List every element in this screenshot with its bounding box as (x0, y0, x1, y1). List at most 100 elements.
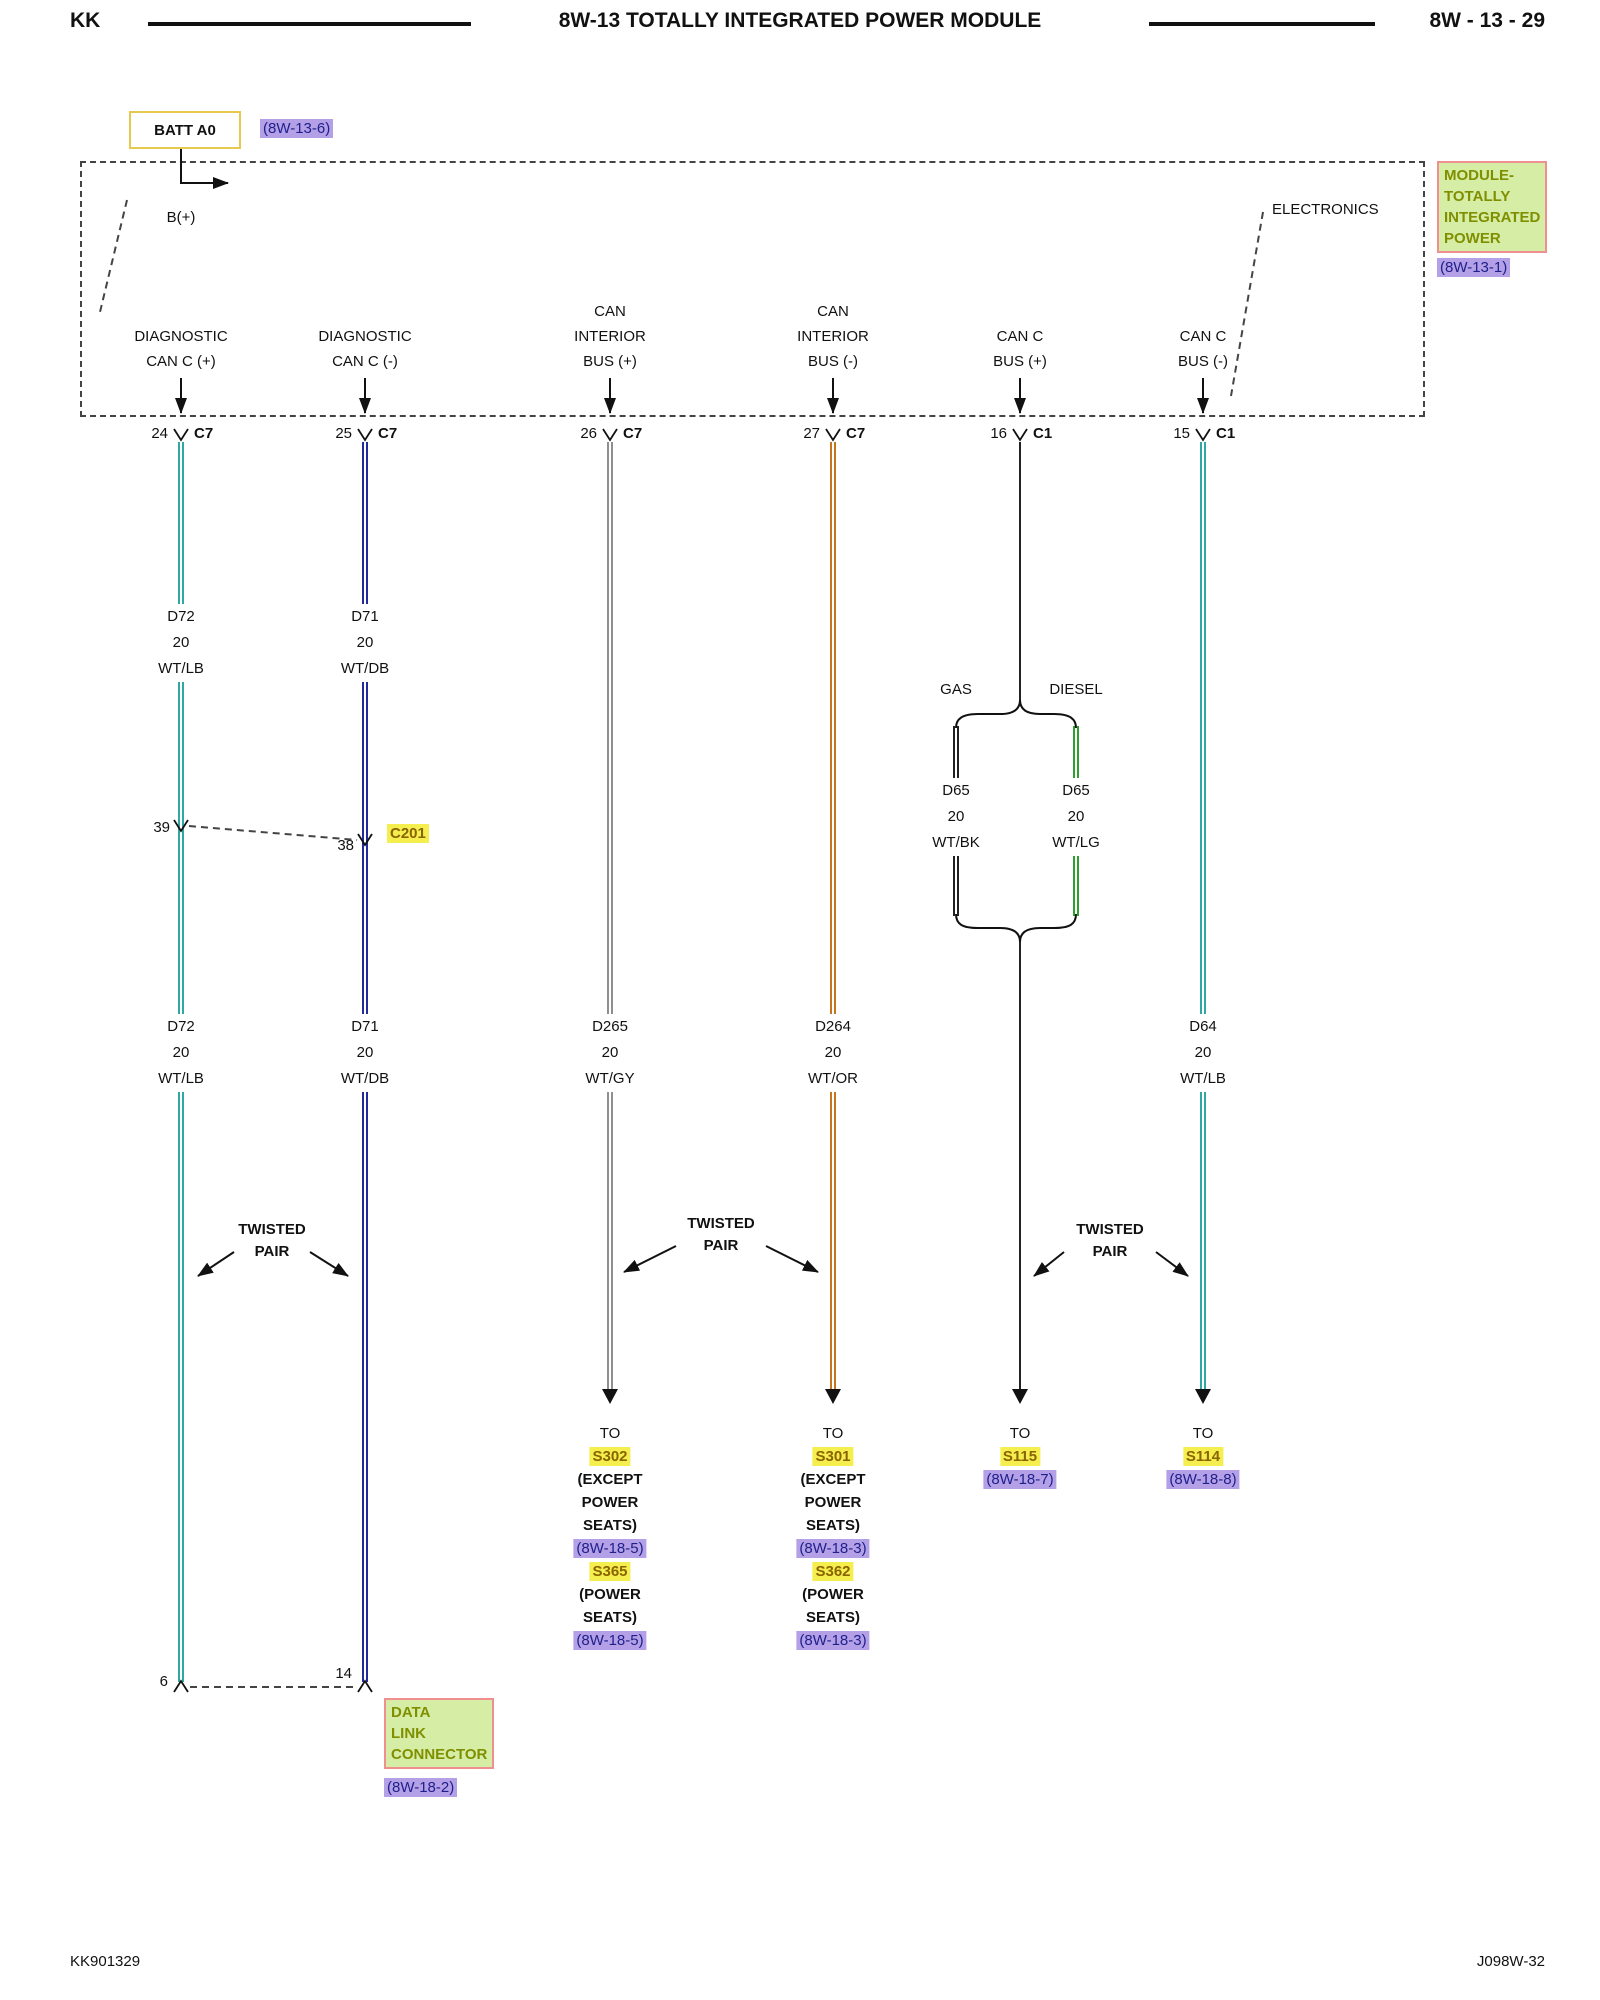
wire-gauge: 20 (947, 808, 965, 825)
wire-gauge: 20 (356, 634, 374, 651)
wire-gauge: 20 (172, 1044, 190, 1061)
ref-link-8w-18-5[interactable]: (8W-18-5) (573, 1539, 647, 1558)
splice-link-s365[interactable]: S365 (589, 1562, 631, 1581)
to-label: TO (1009, 1425, 1031, 1442)
wire-end-arrowheads (602, 1389, 1211, 1404)
terminal-b-plus: B(+) (166, 209, 196, 226)
pin-function-line: CAN C (-) (332, 353, 398, 370)
module-name-box[interactable]: MODULE- TOTALLY INTEGRATED POWER (1437, 161, 1548, 253)
twisted-pair-line: TWISTED (238, 1221, 306, 1238)
dlc-name-line: LINK (391, 1725, 426, 1742)
wire-color: WT/LB (158, 1070, 204, 1087)
splice-note-line: (EXCEPT (577, 1471, 643, 1488)
splice-link-s302[interactable]: S302 (589, 1447, 631, 1466)
battery-feed-box[interactable]: BATT A0 (129, 111, 241, 149)
wire-color: WT/OR (808, 1070, 858, 1087)
circuit-code: D72 (167, 1018, 195, 1035)
pin-function-line: CAN (594, 303, 626, 320)
module-name-line: INTEGRATED (1444, 209, 1541, 226)
connector-label: C7 (623, 425, 643, 442)
splice-link-s301[interactable]: S301 (812, 1447, 854, 1466)
wire-d264 (830, 442, 836, 1389)
dlc-name-box[interactable]: DATA LINK CONNECTOR (384, 1698, 495, 1769)
pin-number: 24 (151, 425, 168, 442)
wire-gauge: 20 (1067, 808, 1085, 825)
ref-link-8w-18-2[interactable]: (8W-18-2) (384, 1778, 458, 1797)
wire-label-d65-diesel: D65 20 WT/LG (1046, 778, 1106, 856)
circuit-code: D65 (942, 782, 970, 799)
ref-link-8w-18-5[interactable]: (8W-18-5) (573, 1631, 647, 1650)
pin-function-line: BUS (-) (807, 353, 858, 370)
circuit-code: D71 (351, 608, 379, 625)
destination-can-c-plus: TO S115 (8W-18-7) (983, 1424, 1057, 1489)
splice-note-line: POWER (581, 1494, 639, 1511)
twisted-pair-line: PAIR (254, 1243, 290, 1260)
wire-label-d71-lower: D71 20 WT/DB (334, 1014, 396, 1092)
splice-note-line: SEATS) (806, 1517, 860, 1534)
ref-link-8w-18-3[interactable]: (8W-18-3) (796, 1539, 870, 1558)
twisted-pair-label: TWISTED PAIR (687, 1214, 755, 1256)
splice-link-s114[interactable]: S114 (1182, 1447, 1224, 1466)
destination-can-int-minus: TO S301 (EXCEPT POWER SEATS) (8W-18-3) S… (796, 1424, 870, 1650)
pin-number: 15 (1173, 425, 1190, 442)
pin-function-line: CAN (817, 303, 849, 320)
pin-function-line: BUS (-) (1178, 353, 1228, 370)
pin-number: 26 (580, 425, 597, 442)
splice-note-line: (EXCEPT (800, 1471, 866, 1488)
module-name-line: TOTALLY (1444, 188, 1511, 205)
pin-function-can-int-minus: CAN INTERIOR BUS (-) (797, 299, 869, 374)
c201-pin-38: 38 (337, 837, 354, 854)
pin-function-can-c-minus: CAN C BUS (-) (1178, 324, 1228, 374)
ref-link-8w-13-1[interactable]: (8W-13-1) (1437, 258, 1511, 277)
battery-feed-label: BATT A0 (154, 121, 216, 139)
wire-label-d264: D264 20 WT/OR (802, 1014, 864, 1092)
connector-label: C1 (1216, 425, 1236, 442)
dlc-name-line: DATA (391, 1704, 431, 1721)
circuit-code: D265 (592, 1018, 628, 1035)
pin-function-line: DIAGNOSTIC (318, 328, 412, 345)
circuit-code: D71 (351, 1018, 379, 1035)
splice-link-s115[interactable]: S115 (999, 1447, 1041, 1466)
wire-color: WT/GY (585, 1070, 635, 1087)
wire-color: WT/LB (158, 660, 204, 677)
ref-link-8w-18-3[interactable]: (8W-18-3) (796, 1631, 870, 1650)
wire-d265 (607, 442, 613, 1389)
wire-label-d65-gas: D65 20 WT/BK (926, 778, 986, 856)
splice-note-line: SEATS) (583, 1517, 637, 1534)
header-rule-left (148, 22, 471, 26)
splice-link-s362[interactable]: S362 (812, 1562, 854, 1581)
page-number: 8W - 13 - 29 (1429, 9, 1545, 32)
pin-function-line: DIAGNOSTIC (134, 328, 228, 345)
splice-note-line: (POWER (802, 1586, 864, 1603)
twisted-pair-label: TWISTED PAIR (238, 1220, 306, 1262)
splice-note-line: SEATS) (583, 1609, 637, 1626)
wire-color: WT/BK (932, 834, 980, 851)
diesel-branch-label: DIESEL (1045, 680, 1107, 699)
splice-note-line: SEATS) (806, 1609, 860, 1626)
wire-gauge: 20 (172, 634, 190, 651)
pin-number: 25 (335, 425, 352, 442)
wire-label-d64: D64 20 WT/LB (1174, 1014, 1232, 1092)
pin-function-diag-can-plus: DIAGNOSTIC CAN C (+) (134, 324, 227, 374)
pin-function-diag-can-minus: DIAGNOSTIC CAN C (-) (318, 324, 411, 374)
pin-function-line: CAN C (+) (146, 353, 216, 370)
wire-color: WT/DB (340, 1070, 390, 1087)
pin-connector-chevrons (173, 428, 1211, 442)
pin-number: 27 (803, 425, 820, 442)
wire-label-d71-upper: D71 20 WT/DB (334, 604, 396, 682)
ref-link-8w-13-6[interactable]: (8W-13-6) (260, 119, 334, 138)
wire-label-d265: D265 20 WT/GY (579, 1014, 641, 1092)
dlc-pin-14: 14 (335, 1665, 352, 1682)
pin-function-can-c-plus: CAN C BUS (+) (993, 324, 1047, 374)
circuit-code: D64 (1189, 1018, 1217, 1035)
wire-color: WT/LG (1052, 834, 1100, 851)
wire-gauge: 20 (824, 1044, 842, 1061)
to-label: TO (822, 1425, 844, 1442)
ref-link-8w-18-8[interactable]: (8W-18-8) (1166, 1470, 1240, 1489)
ref-link-8w-18-7[interactable]: (8W-18-7) (983, 1470, 1057, 1489)
pin-function-line: INTERIOR (574, 328, 646, 345)
wire-gauge: 20 (1194, 1044, 1212, 1061)
page-title: 8W-13 TOTALLY INTEGRATED POWER MODULE (558, 9, 1042, 32)
connector-link-c201[interactable]: C201 (387, 824, 429, 843)
